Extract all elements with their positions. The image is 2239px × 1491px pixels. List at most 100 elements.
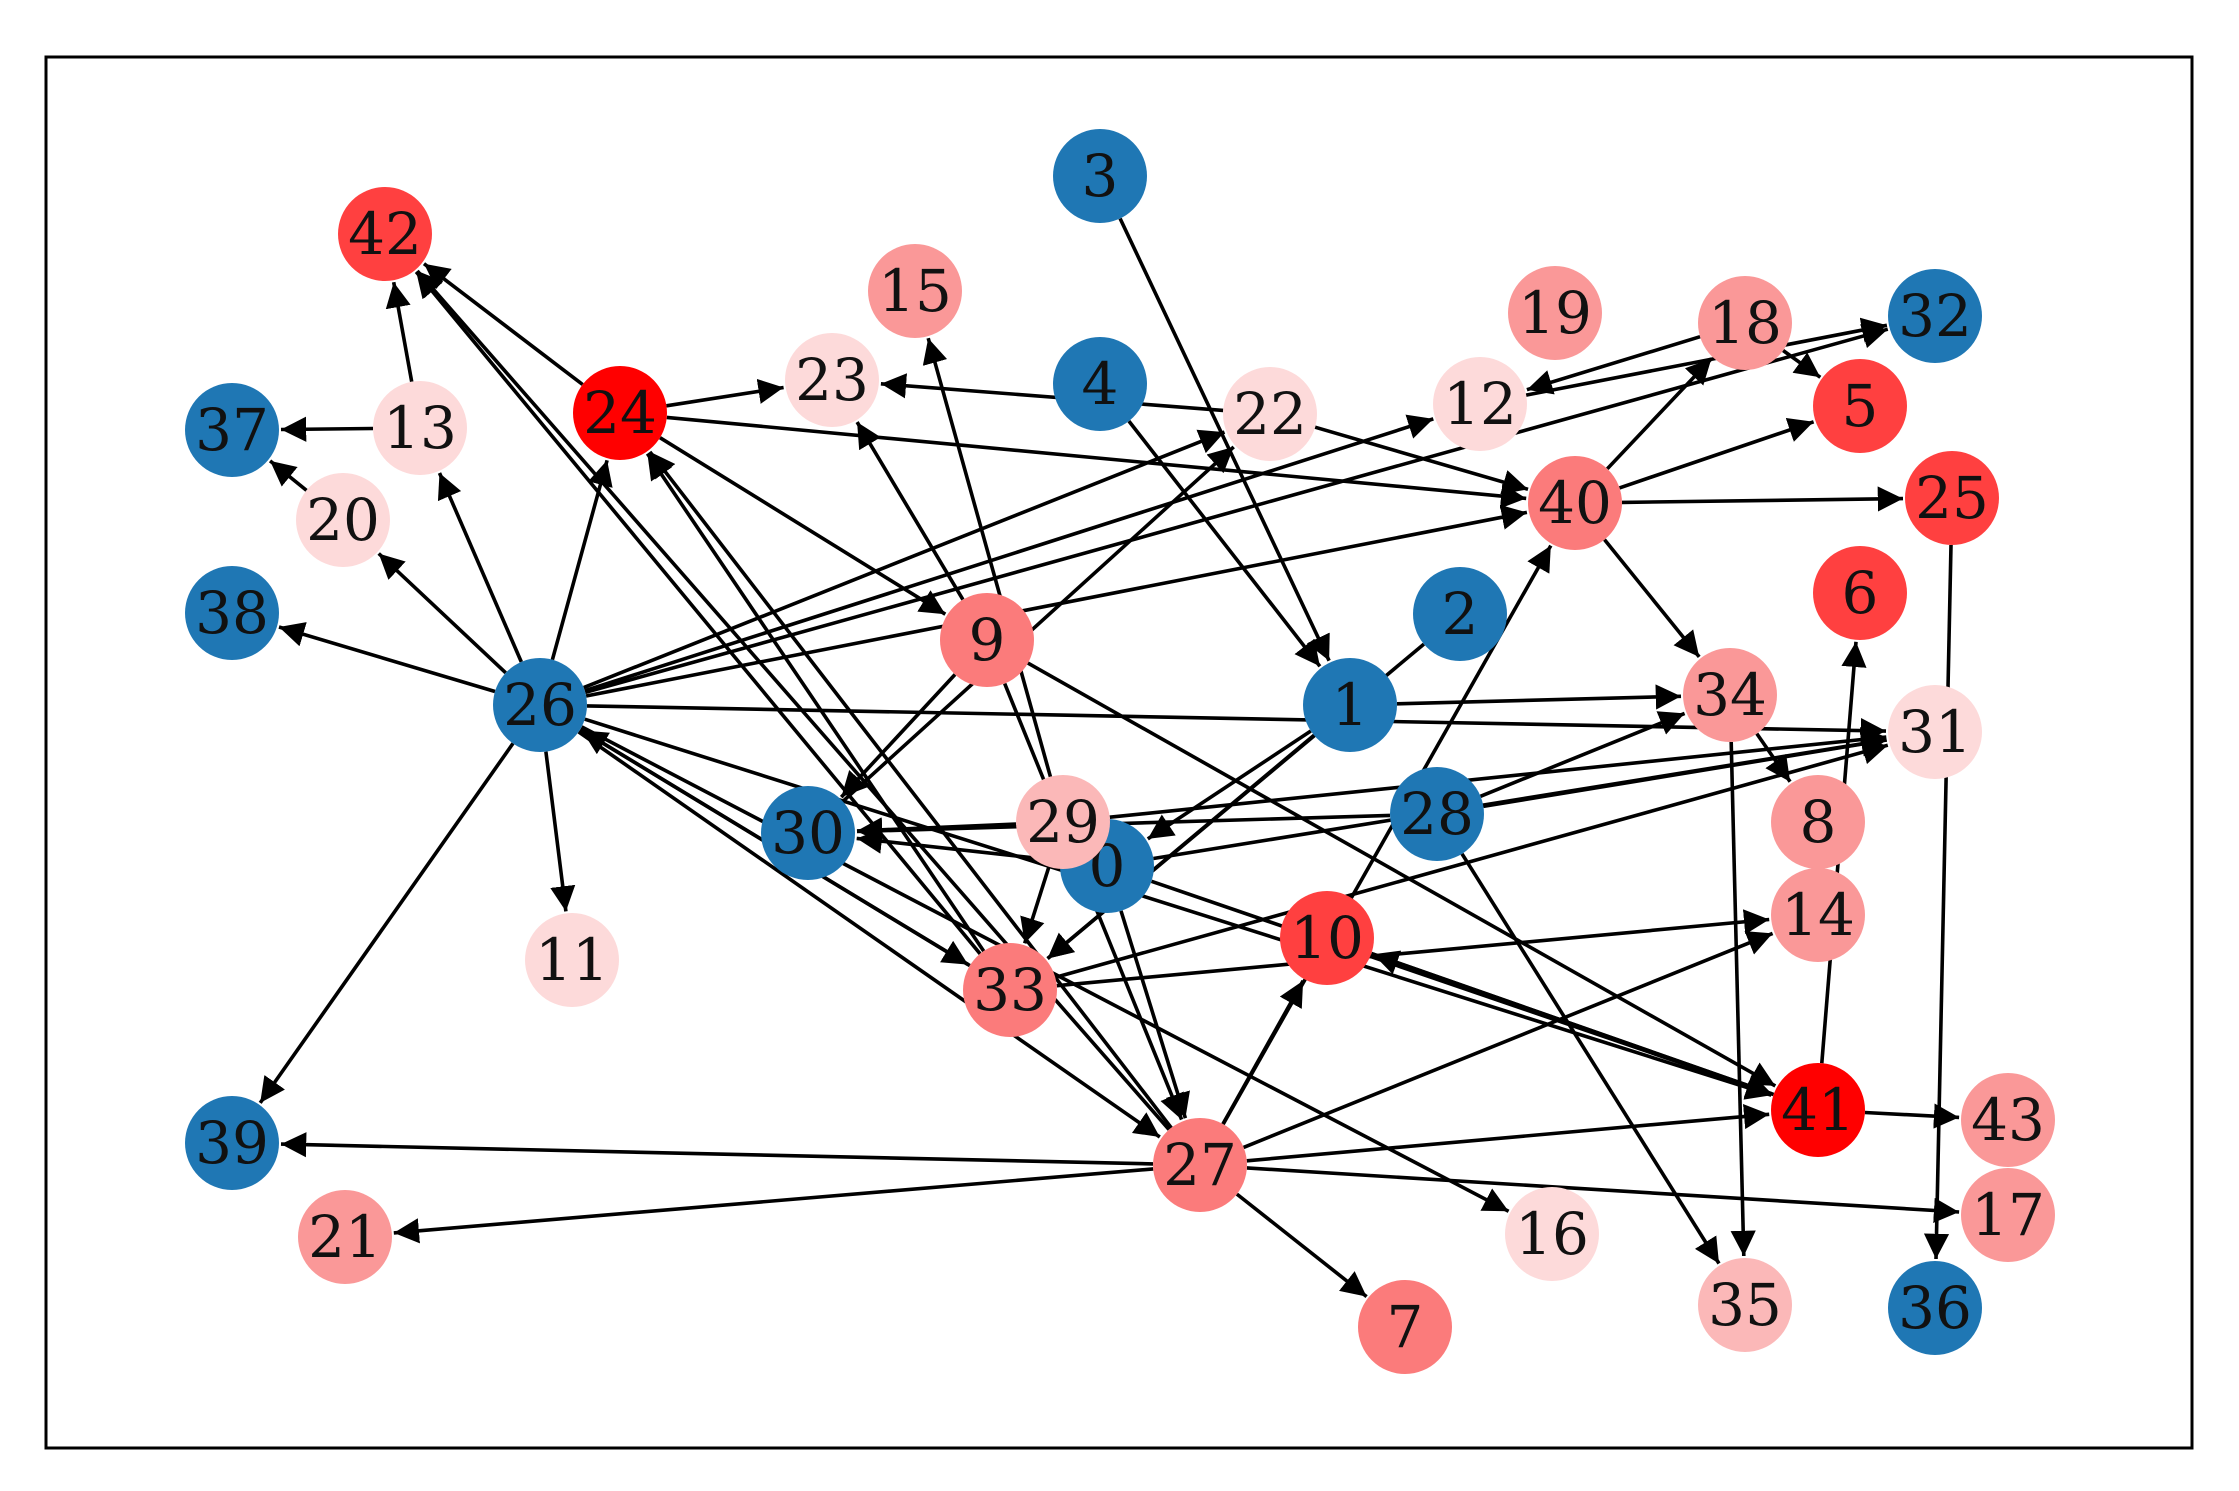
node-label-23: 23	[795, 346, 869, 414]
node-circle-18	[1698, 276, 1792, 370]
node-circle-37	[185, 383, 279, 477]
edge-9-to-23	[855, 421, 965, 601]
node-circle-40	[1528, 456, 1622, 550]
node-circle-39	[185, 1096, 279, 1190]
edge-26-to-22	[583, 429, 1226, 690]
edge-26-to-38	[278, 622, 496, 694]
node-10: 10	[1280, 891, 1374, 985]
node-circle-34	[1683, 648, 1777, 742]
edge-29-to-30	[856, 817, 1017, 843]
node-18: 18	[1698, 276, 1792, 370]
node-label-22: 22	[1233, 380, 1307, 448]
node-12: 12	[1433, 357, 1527, 451]
node-circle-26	[493, 658, 587, 752]
edge-25-to-36	[1923, 544, 1953, 1260]
edge-33-to-42	[414, 270, 982, 955]
edge-40-to-25	[1621, 486, 1904, 512]
node-circle-5	[1813, 359, 1907, 453]
node-circle-19	[1508, 266, 1602, 360]
node-circle-16	[1505, 1187, 1599, 1281]
node-7: 7	[1358, 1280, 1452, 1374]
node-circle-14	[1771, 868, 1865, 962]
node-14: 14	[1771, 868, 1865, 962]
node-label-26: 26	[503, 671, 577, 739]
edge-26-to-11	[544, 751, 576, 912]
node-26: 26	[493, 658, 587, 752]
node-25: 25	[1905, 451, 1999, 545]
node-label-5: 5	[1842, 372, 1879, 440]
node-29: 29	[1016, 775, 1110, 869]
node-5: 5	[1813, 359, 1907, 453]
edge-0-to-41	[1150, 879, 1773, 1098]
node-label-28: 28	[1400, 780, 1474, 848]
node-circle-11	[525, 913, 619, 1007]
node-42: 42	[338, 187, 432, 281]
node-40: 40	[1528, 456, 1622, 550]
node-13: 13	[373, 381, 467, 475]
edge-27-to-17	[1246, 1166, 1960, 1224]
edge-0-to-27	[1119, 910, 1190, 1119]
edge-3-to-1	[1118, 217, 1331, 662]
node-circle-10	[1280, 891, 1374, 985]
node-circle-21	[298, 1190, 392, 1284]
node-label-39: 39	[195, 1109, 269, 1177]
edge-30-to-22	[841, 445, 1235, 803]
node-label-32: 32	[1898, 282, 1972, 350]
node-label-8: 8	[1800, 788, 1837, 856]
node-1: 1	[1303, 658, 1397, 752]
node-label-1: 1	[1332, 671, 1369, 739]
node-label-15: 15	[878, 257, 952, 325]
node-circle-24	[573, 366, 667, 460]
node-circle-4	[1053, 337, 1147, 431]
node-label-18: 18	[1708, 289, 1782, 357]
edge-24-to-42	[422, 262, 584, 386]
node-20: 20	[296, 473, 390, 567]
node-27: 27	[1153, 1118, 1247, 1212]
edge-26-to-13	[437, 472, 523, 663]
edge-26-to-32	[584, 323, 1889, 695]
edge-26-to-20	[377, 552, 507, 675]
node-34: 34	[1683, 648, 1777, 742]
node-label-31: 31	[1898, 698, 1972, 766]
node-11: 11	[525, 913, 619, 1007]
node-circle-3	[1053, 129, 1147, 223]
node-circle-22	[1223, 367, 1317, 461]
node-circle-41	[1771, 1063, 1865, 1157]
edge-13-to-37	[280, 416, 374, 442]
node-label-10: 10	[1290, 904, 1364, 972]
edge-4-to-1	[1127, 419, 1322, 668]
node-label-13: 13	[383, 394, 457, 462]
node-17: 17	[1961, 1168, 2055, 1262]
node-label-33: 33	[973, 956, 1047, 1024]
node-circle-7	[1358, 1280, 1452, 1374]
edge-24-to-40	[666, 415, 1527, 509]
edge-27-to-24	[648, 450, 1173, 1129]
node-30: 30	[761, 786, 855, 880]
edge-33-to-31	[1054, 739, 1889, 980]
edge-41-to-43	[1864, 1103, 1960, 1129]
node-label-11: 11	[535, 926, 609, 994]
edge-40-to-34	[1603, 538, 1701, 659]
edge-18-to-12	[1526, 334, 1701, 395]
node-6: 6	[1813, 546, 1907, 640]
node-label-41: 41	[1781, 1076, 1855, 1144]
node-label-9: 9	[969, 606, 1006, 674]
node-22: 22	[1223, 367, 1317, 461]
node-43: 43	[1961, 1073, 2055, 1167]
node-24: 24	[573, 366, 667, 460]
edge-20-to-37	[268, 459, 308, 492]
node-label-3: 3	[1082, 142, 1119, 210]
node-38: 38	[185, 566, 279, 660]
edge-40-to-18	[1605, 357, 1713, 471]
node-label-42: 42	[348, 200, 422, 268]
node-label-34: 34	[1693, 661, 1767, 729]
node-label-12: 12	[1443, 370, 1517, 438]
edge-33-to-24	[645, 452, 986, 953]
edge-34-to-35	[1729, 741, 1756, 1257]
node-circle-30	[761, 786, 855, 880]
node-label-16: 16	[1515, 1200, 1589, 1268]
node-circle-27	[1153, 1118, 1247, 1212]
node-label-38: 38	[195, 579, 269, 647]
node-21: 21	[298, 1190, 392, 1284]
edge-27-to-7	[1235, 1192, 1368, 1299]
